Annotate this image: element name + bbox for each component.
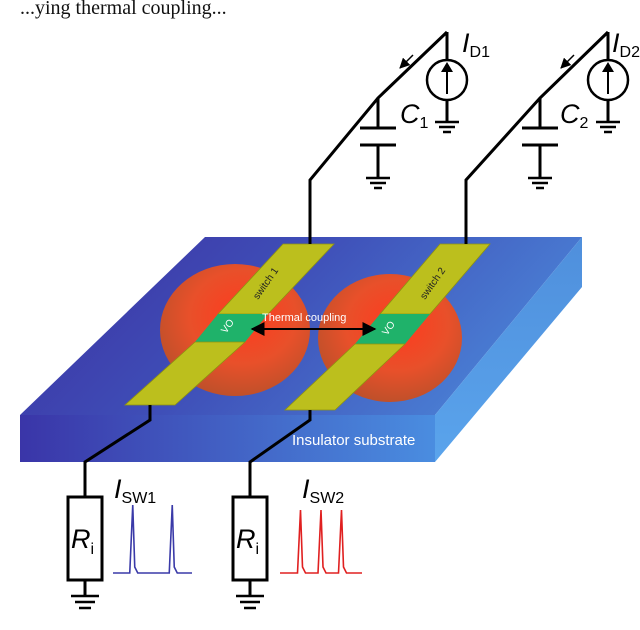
isw1-pulse-train bbox=[113, 504, 192, 574]
label-c2: C2 bbox=[560, 99, 589, 132]
current-source-id2 bbox=[586, 58, 630, 102]
cropped-caption-text: ...ying thermal coupling... bbox=[20, 0, 227, 19]
wiring-bottom-1 bbox=[83, 405, 152, 596]
label-id2: ID2 bbox=[612, 28, 640, 61]
substrate-label: Insulator substrate bbox=[292, 432, 415, 449]
ground-c1 bbox=[366, 176, 390, 190]
isw2-pulse-train bbox=[280, 509, 362, 574]
current-arrow-2 bbox=[560, 54, 575, 69]
current-arrow-1 bbox=[399, 54, 414, 69]
ground-ri-1 bbox=[71, 594, 99, 610]
ground-ri-2 bbox=[236, 594, 264, 610]
label-c1: C1 bbox=[400, 99, 429, 132]
label-isw2: ISW2 bbox=[302, 474, 344, 507]
resistor-ri-1 bbox=[66, 495, 104, 582]
label-isw1: ISW1 bbox=[114, 474, 156, 507]
capacitor-c1 bbox=[360, 126, 396, 147]
switch-2: VO switch 2 bbox=[283, 243, 491, 411]
resistor-ri-2 bbox=[231, 495, 269, 582]
label-id1: ID1 bbox=[462, 28, 490, 61]
thermal-coupling-label: Thermal coupling bbox=[262, 312, 346, 324]
isw2-pulse-line bbox=[280, 509, 362, 574]
current-source-id1 bbox=[425, 58, 469, 102]
ground-id2 bbox=[596, 120, 620, 134]
wiring-branch-1 bbox=[308, 30, 449, 244]
capacitor-c2 bbox=[522, 126, 558, 147]
ground-id1 bbox=[435, 120, 459, 134]
wiring-bottom-2 bbox=[248, 410, 312, 596]
isw1-pulse-line bbox=[113, 504, 192, 574]
label-ri-2: Ri bbox=[236, 524, 259, 558]
switch-1: VO switch 1 bbox=[123, 243, 335, 406]
wiring-branch-2 bbox=[464, 30, 610, 244]
label-ri-1: Ri bbox=[71, 524, 94, 558]
ground-c2 bbox=[528, 176, 552, 190]
